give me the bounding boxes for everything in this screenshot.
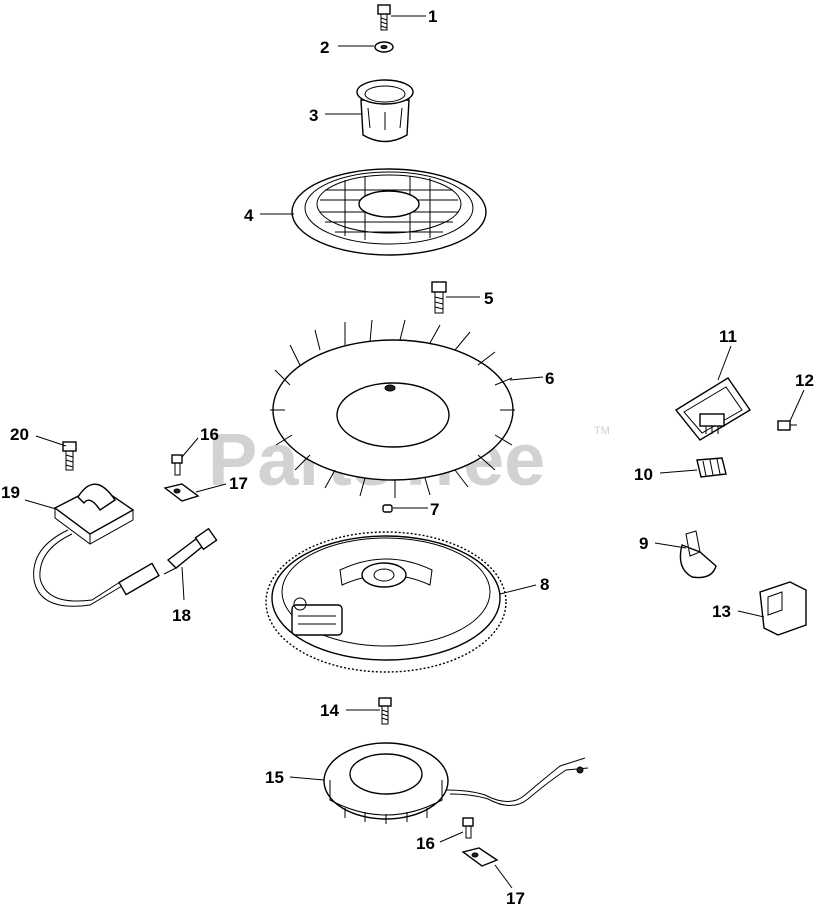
callout-12: 12 (795, 371, 814, 390)
callout-11: 11 (719, 327, 737, 346)
part-4-screen[interactable] (291, 168, 487, 256)
part-14-bolt[interactable] (378, 697, 392, 725)
callout-18: 18 (172, 606, 191, 625)
callout-3: 3 (309, 106, 318, 125)
part-17-clip-left[interactable] (163, 483, 200, 502)
callout-15: 15 (265, 768, 284, 787)
leader-lines (24, 15, 805, 889)
callout-20: 20 (10, 425, 29, 444)
part-5-bolt[interactable] (431, 281, 447, 314)
part-16-screw-left[interactable] (171, 454, 183, 476)
watermark-trademark: TM (594, 425, 610, 437)
callout-4: 4 (244, 206, 254, 225)
part-3-cup[interactable] (356, 79, 414, 143)
part-6-fan[interactable] (270, 319, 515, 498)
part-11-regulator[interactable] (674, 377, 751, 441)
callout-13: 13 (712, 602, 731, 621)
part-9-clip[interactable] (679, 530, 717, 579)
part-17-clip-bottom[interactable] (461, 847, 499, 867)
part-7-key[interactable] (382, 504, 393, 513)
part-18-spark-plug[interactable] (163, 527, 218, 575)
part-19-ignition-module[interactable] (33, 483, 160, 607)
callout-labels: 1 2 3 4 5 6 7 8 9 10 11 12 13 14 15 16 1… (1, 7, 814, 908)
callout-8: 8 (540, 575, 549, 594)
part-15-stator[interactable] (323, 742, 589, 824)
callout-5: 5 (484, 289, 493, 308)
part-16-screw-bottom[interactable] (462, 817, 474, 839)
callout-19: 19 (1, 483, 20, 502)
callout-17-left: 17 (229, 474, 248, 493)
part-10-connector[interactable] (696, 457, 727, 478)
callout-2: 2 (320, 38, 329, 57)
callout-16-left: 16 (200, 425, 219, 444)
callout-14: 14 (320, 701, 339, 720)
callout-6: 6 (545, 369, 554, 388)
part-20-bolt[interactable] (62, 441, 77, 471)
part-1-bolt[interactable] (377, 4, 391, 31)
part-13-connector[interactable] (759, 581, 807, 636)
part-2-washer[interactable] (374, 41, 394, 53)
callout-7: 7 (430, 500, 439, 519)
callout-17-bottom: 17 (506, 889, 525, 908)
callout-9: 9 (639, 534, 648, 553)
part-12-screw[interactable] (777, 420, 797, 431)
callout-10: 10 (634, 465, 653, 484)
part-8-flywheel[interactable] (265, 531, 507, 673)
callout-16-bottom: 16 (416, 834, 435, 853)
callout-1: 1 (428, 7, 437, 26)
